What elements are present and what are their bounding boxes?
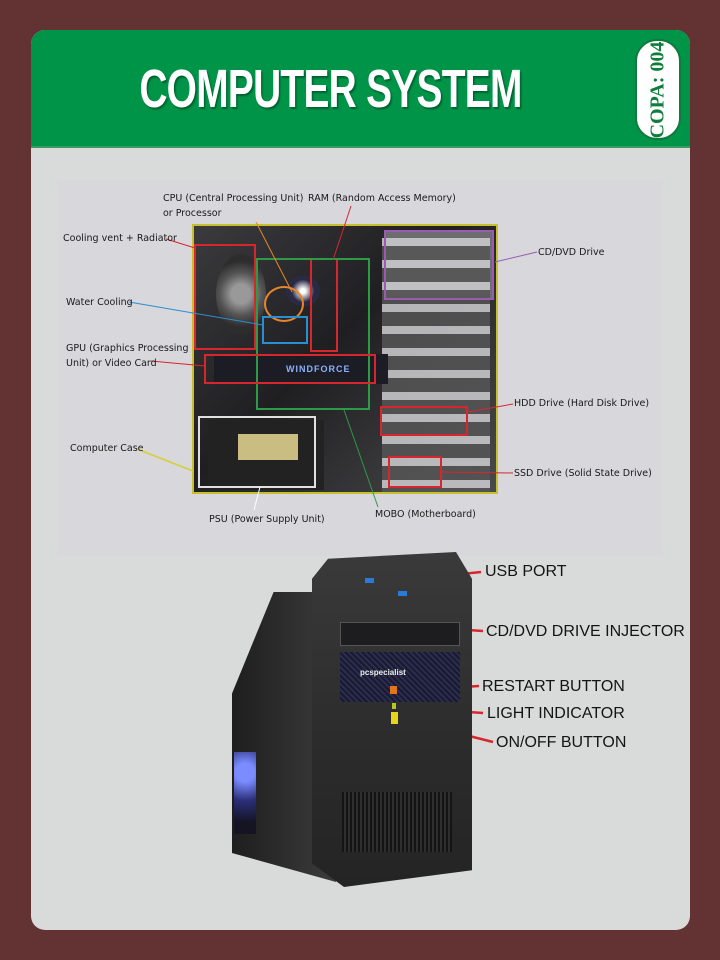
label-light-indicator: LIGHT INDICATOR bbox=[487, 705, 625, 722]
label-cd-dvd-injector: CD/DVD DRIVE INJECTOR bbox=[486, 623, 685, 640]
label-ram: RAM (Random Access Memory) bbox=[308, 193, 456, 204]
psu-sticker bbox=[238, 434, 298, 460]
front-mesh bbox=[340, 652, 460, 702]
highlight-psu bbox=[198, 416, 316, 488]
header-banner: COMPUTER SYSTEM COPA: 004 bbox=[31, 30, 690, 148]
label-usb-port: USB PORT bbox=[485, 563, 567, 580]
case-brand: pcspecialist bbox=[360, 668, 406, 677]
label-cooling-vent: Cooling vent + Radiator bbox=[63, 233, 177, 244]
label-ssd: SSD Drive (Solid State Drive) bbox=[514, 468, 652, 479]
label-water-cooling: Water Cooling bbox=[66, 297, 133, 308]
label-gpu: GPU (Graphics Processing Unit) or Video … bbox=[66, 341, 188, 371]
label-cd-dvd: CD/DVD Drive bbox=[538, 247, 605, 258]
label-psu: PSU (Power Supply Unit) bbox=[209, 514, 325, 525]
power-supply bbox=[208, 420, 324, 490]
restart-button-icon bbox=[390, 686, 397, 694]
highlight-mobo bbox=[256, 258, 370, 410]
page-title: COMPUTER SYSTEM bbox=[139, 59, 522, 119]
label-on-off-button: ON/OFF BUTTON bbox=[496, 734, 627, 751]
highlight-hdd bbox=[380, 406, 468, 436]
optical-drive-bay bbox=[340, 622, 460, 646]
highlight-ssd bbox=[388, 456, 442, 488]
highlight-gpu bbox=[204, 354, 376, 384]
label-hdd: HDD Drive (Hard Disk Drive) bbox=[514, 398, 650, 409]
label-restart-button: RESTART BUTTON bbox=[482, 678, 625, 695]
gpu-brand: WINDFORCE bbox=[286, 364, 351, 374]
copa-badge: COPA: 004 bbox=[635, 39, 681, 140]
label-gpu-line2: Unit) or Video Card bbox=[66, 358, 157, 369]
power-button-icon bbox=[391, 712, 398, 724]
light-indicator-icon bbox=[392, 703, 396, 709]
label-cpu-line2: or Processor bbox=[163, 208, 222, 219]
label-gpu-line1: GPU (Graphics Processing bbox=[66, 343, 189, 354]
highlight-water-cooling bbox=[262, 316, 308, 344]
label-cpu-line1: CPU (Central Processing Unit) bbox=[163, 193, 304, 204]
usb-port-icon-2 bbox=[398, 591, 407, 596]
highlight-cd-dvd bbox=[384, 230, 494, 300]
badge-text: COPA: 004 bbox=[646, 41, 669, 138]
bottom-vent bbox=[342, 792, 452, 852]
label-computer-case: Computer Case bbox=[70, 443, 144, 454]
label-mobo: MOBO (Motherboard) bbox=[375, 509, 476, 520]
computer-tower-image: pcspecialist bbox=[232, 552, 472, 892]
usb-port-icon bbox=[365, 578, 374, 583]
side-fan-window bbox=[234, 752, 256, 834]
highlight-cooling-vent bbox=[194, 244, 256, 350]
label-cpu: CPU (Central Processing Unit) or Process… bbox=[163, 191, 303, 221]
graphics-card: WINDFORCE bbox=[214, 354, 388, 384]
drive-cage bbox=[382, 238, 490, 492]
